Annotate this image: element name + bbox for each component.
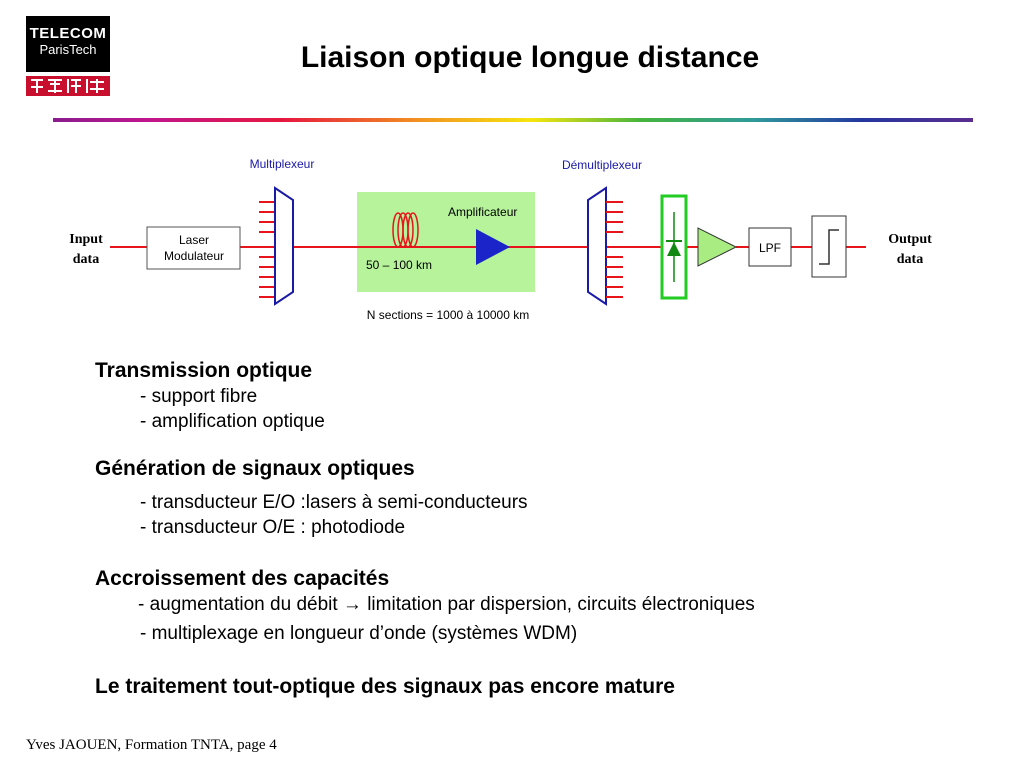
section-generation: Génération de signaux optiques - transdu… (95, 456, 528, 540)
amplifier-section-box (357, 192, 535, 292)
input-label-line2: data (73, 252, 99, 267)
laser-label-line1: Laser (179, 233, 209, 247)
section-title: Le traitement tout-optique des signaux p… (95, 675, 675, 698)
multiplexer-label: Multiplexeur (250, 157, 315, 171)
optical-amplifier-icon (476, 229, 510, 265)
section-title: Transmission optique (95, 359, 313, 382)
logo-chinese-glyphs (26, 76, 110, 96)
section-line: - support fibre (140, 386, 258, 407)
gradient-divider (53, 118, 973, 122)
lpf-label: LPF (759, 241, 781, 255)
laser-label-line2: Modulateur (164, 249, 224, 263)
section-line: - multiplexage en longueur d’onde (systè… (140, 623, 578, 644)
mux-input-lines (259, 201, 275, 298)
section-line: - augmentation du débit → limitation par… (138, 594, 755, 615)
output-label-line1: Output (888, 232, 932, 247)
electrical-amplifier-icon (697, 227, 738, 267)
sections-label: N sections = 1000 à 10000 km (367, 308, 529, 322)
demultiplexer-label: Démultiplexeur (562, 158, 642, 172)
lpf-box (748, 227, 792, 267)
input-label-line1: Input (69, 232, 103, 247)
section-line: - transducteur O/E : photodiode (140, 517, 406, 538)
logo-black-box: TELECOM ParisTech (26, 16, 110, 72)
multiplexer (274, 186, 294, 306)
laser-modulator-box (146, 226, 241, 270)
output-label-line2: data (897, 252, 923, 267)
section-all-optical: Le traitement tout-optique des signaux p… (95, 674, 675, 700)
amplifier-label: Amplificateur (448, 205, 517, 219)
photodiode-icon (667, 242, 681, 256)
demultiplexer (587, 186, 607, 306)
fiber-coil-icon (392, 212, 419, 248)
optical-link-diagram: Input data Output data Laser Modulateur … (69, 157, 932, 322)
footer: Yves JAOUEN, Formation TNTA, page 4 (26, 737, 277, 753)
slide-title: Liaison optique longue distance (300, 41, 760, 74)
fiber-length-label: 50 – 100 km (366, 258, 432, 272)
telecom-paristech-logo: TELECOM ParisTech (26, 16, 110, 98)
logo-line2: ParisTech (39, 42, 97, 57)
section-transmission: Transmission optique - support fibre - a… (95, 358, 325, 434)
section-line: - amplification optique (140, 411, 325, 432)
section-title: Génération de signaux optiques (95, 457, 415, 480)
step-function-icon (819, 229, 839, 265)
section-title: Accroissement des capacités (95, 567, 390, 590)
section-line: - transducteur E/O :lasers à semi-conduc… (140, 492, 528, 513)
demux-output-lines (606, 201, 623, 298)
logo-line1: TELECOM (29, 25, 107, 42)
section-capacity: Accroissement des capacités - augmentati… (95, 566, 755, 646)
